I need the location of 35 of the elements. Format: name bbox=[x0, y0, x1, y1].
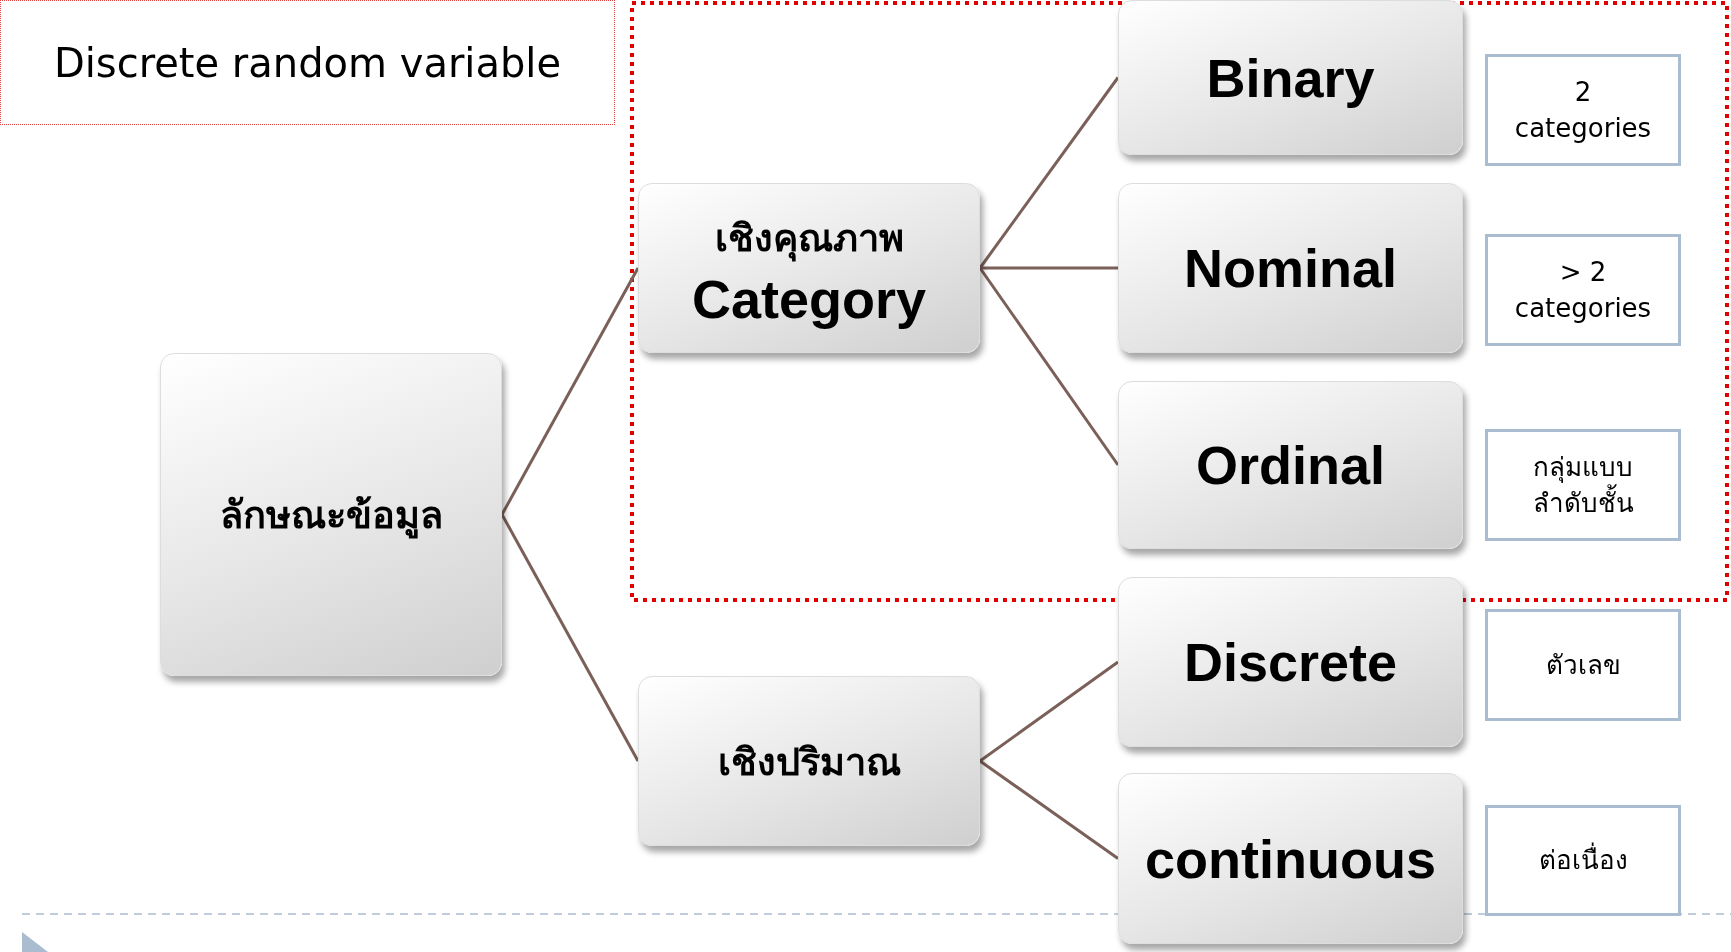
box-label: เชิงคุณภาพ bbox=[714, 214, 904, 264]
title: Discrete random variable bbox=[0, 0, 615, 125]
category-box bbox=[638, 183, 980, 353]
box-label: continuous bbox=[1145, 827, 1436, 890]
note-text: 2 categories bbox=[1514, 75, 1652, 145]
note-text: ตัวเลข bbox=[1545, 648, 1621, 682]
note-text: > 2 categories bbox=[1514, 255, 1652, 325]
category-box bbox=[1118, 183, 1463, 353]
box-label: Discrete bbox=[1183, 631, 1398, 693]
note-box bbox=[1485, 54, 1681, 166]
note-text: ต่อเนื่อง bbox=[1538, 842, 1628, 879]
category-box bbox=[1118, 0, 1463, 155]
connector-line bbox=[500, 513, 640, 762]
box-label: ลักษณะข้อมูล bbox=[219, 492, 443, 541]
category-box bbox=[638, 676, 980, 846]
category-box bbox=[1118, 381, 1463, 549]
connector-line bbox=[980, 266, 1118, 270]
connector-line bbox=[500, 267, 640, 516]
box-label: เชิงปริมาณ bbox=[717, 738, 901, 786]
box-label: Nominal bbox=[1184, 237, 1397, 299]
note-box bbox=[1485, 609, 1681, 721]
connector-line bbox=[978, 267, 1120, 466]
box-label: Category bbox=[691, 267, 927, 330]
note-box bbox=[1485, 805, 1681, 916]
connector-line bbox=[979, 660, 1119, 763]
connector-line bbox=[978, 76, 1120, 269]
note-box bbox=[1485, 234, 1681, 346]
category-box bbox=[1118, 773, 1463, 944]
box-label: Ordinal bbox=[1196, 434, 1385, 496]
category-box bbox=[160, 353, 502, 676]
connector-line bbox=[979, 759, 1119, 860]
note-box bbox=[1485, 429, 1681, 541]
note-text: กลุ่มแบบ ลำดับชั้น bbox=[1531, 450, 1635, 520]
category-box bbox=[1118, 577, 1463, 747]
box-label: Binary bbox=[1206, 46, 1375, 109]
